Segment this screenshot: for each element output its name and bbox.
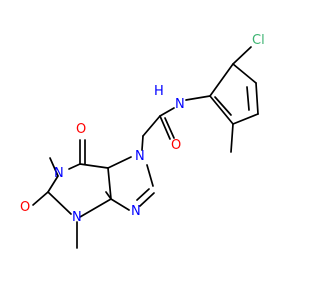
bond (68, 163, 81, 170)
bond (232, 46, 252, 65)
bond (47, 175, 59, 193)
bond (49, 157, 59, 177)
bond (246, 86, 250, 111)
nitrogen-7-label: N (135, 149, 145, 164)
bond (107, 156, 132, 169)
bond (47, 191, 72, 215)
bond (136, 188, 150, 201)
bond (230, 123, 234, 153)
bond (214, 96, 232, 116)
chlorine-label: Cl (252, 33, 265, 48)
bond (159, 115, 171, 140)
carbonyl-oxygen-2-label: O (20, 200, 30, 215)
bond (79, 163, 109, 169)
bond (32, 191, 49, 206)
bond (142, 115, 161, 137)
nitrogen-9-label: N (131, 204, 141, 219)
bond (185, 95, 211, 101)
bond (79, 198, 112, 218)
atom-labels: Cl N H O O N N N O N (20, 33, 265, 225)
bonds (32, 46, 259, 249)
amide-hydrogen-label: H (154, 84, 164, 99)
bond (139, 192, 155, 207)
bond (209, 95, 234, 125)
bond (255, 82, 259, 115)
bond (232, 63, 257, 84)
bond (105, 191, 112, 200)
nitrogen-3-label: N (72, 210, 82, 225)
bond (146, 164, 154, 187)
molecule-structure: Cl N H O O N N N O N (20, 33, 265, 249)
bond (107, 167, 112, 200)
bond (159, 107, 175, 117)
bond (209, 63, 234, 97)
bond (164, 117, 175, 139)
bond (110, 198, 130, 211)
bond (141, 135, 144, 151)
bond (232, 113, 259, 125)
amide-oxygen-label: O (171, 138, 181, 153)
nitrogen-1-label: N (54, 166, 64, 181)
amide-nitrogen-label: N (175, 97, 185, 112)
carbonyl-oxygen-6-label: O (76, 122, 86, 137)
